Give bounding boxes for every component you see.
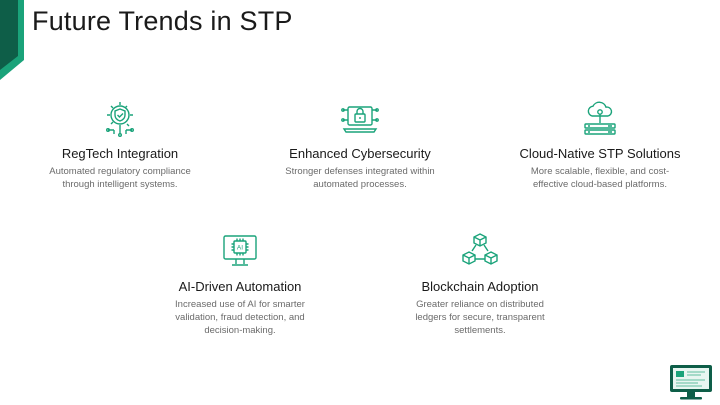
card-heading: AI-Driven Automation <box>178 279 302 294</box>
card-heading: Cloud-Native STP Solutions <box>519 146 681 161</box>
trend-card-ai-automation: AI AI-Driven Automation Increased use of… <box>130 231 350 337</box>
card-description: Increased use of AI for smarter validati… <box>130 298 350 337</box>
card-heading: Blockchain Adoption <box>421 279 539 294</box>
desc-line: Greater reliance on distributed <box>416 299 544 310</box>
card-description: Stronger defenses integrated within auto… <box>250 165 470 191</box>
corner-accent-shape <box>0 0 24 80</box>
trend-card-regtech: RegTech Integration Automated regulatory… <box>10 98 230 191</box>
card-heading: RegTech Integration <box>61 146 179 161</box>
blockchain-cubes-icon <box>462 233 498 265</box>
trend-card-blockchain: Blockchain Adoption Greater reliance on … <box>370 231 590 337</box>
page-title: Future Trends in STP <box>32 6 293 36</box>
card-description: Automated regulatory compliance through … <box>10 165 230 191</box>
desc-line: More scalable, flexible, and cost- <box>530 166 670 177</box>
card-description: More scalable, flexible, and cost- effec… <box>490 165 710 191</box>
desc-line: Automated regulatory compliance <box>49 166 191 177</box>
ai-monitor-icon: AI <box>223 235 257 266</box>
card-description: Greater reliance on distributed ledgers … <box>370 298 590 337</box>
gear-shield-check-icon <box>105 102 135 138</box>
trend-card-cybersecurity: Enhanced Cybersecurity Stronger defenses… <box>250 98 470 191</box>
desc-line: Stronger defenses integrated within <box>285 166 435 177</box>
desc-line: validation, fraud detection, and <box>175 312 305 323</box>
desc-line: effective cloud-based platforms. <box>533 179 667 190</box>
monitor-illustration-icon <box>670 365 712 400</box>
desc-line: decision-making. <box>204 325 276 336</box>
desc-line: through intelligent systems. <box>62 179 178 190</box>
trend-card-cloud-native: Cloud-Native STP Solutions More scalable… <box>490 98 710 191</box>
card-heading: Enhanced Cybersecurity <box>289 146 431 161</box>
desc-line: automated processes. <box>313 179 407 190</box>
desc-line: ledgers for secure, transparent <box>415 312 545 323</box>
svg-text:AI: AI <box>237 245 243 252</box>
desc-line: settlements. <box>454 325 506 336</box>
laptop-lock-icon <box>341 106 379 133</box>
desc-line: Increased use of AI for smarter <box>175 299 305 310</box>
cloud-server-icon <box>584 101 616 135</box>
